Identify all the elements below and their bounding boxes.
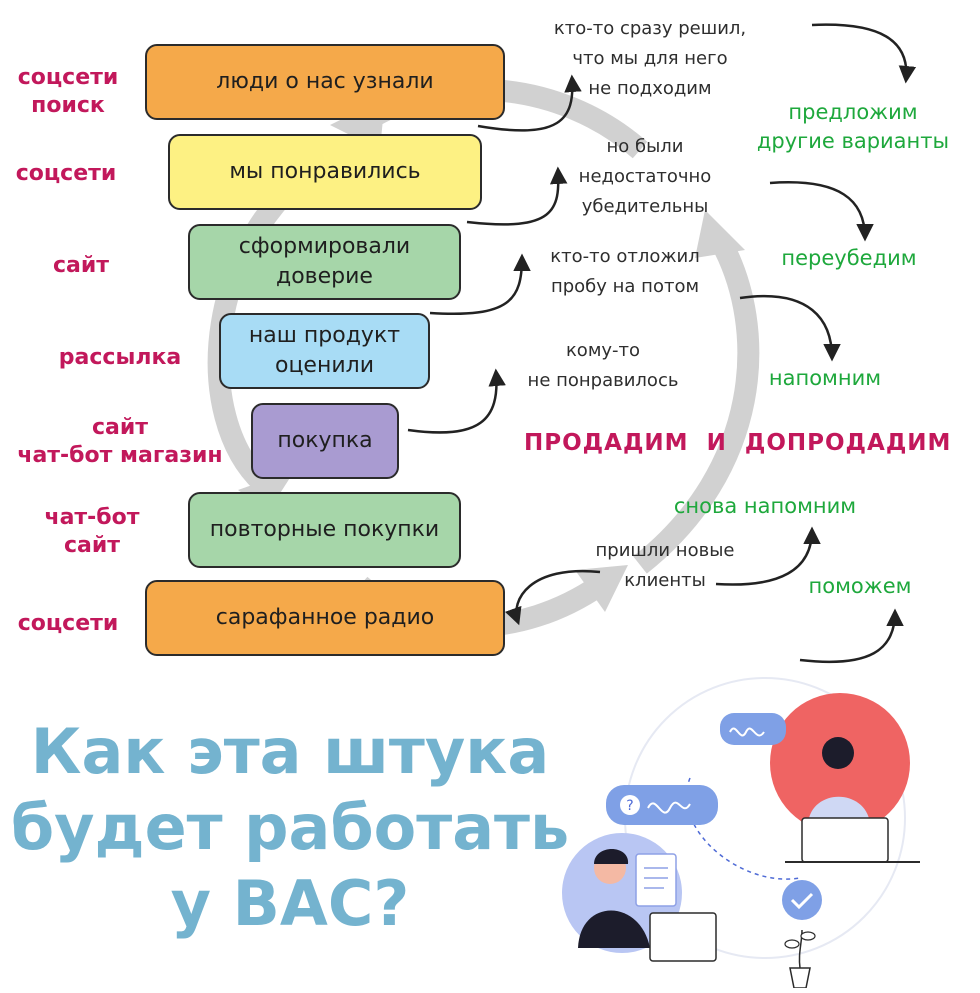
stage-label: наш продукт оценили: [248, 323, 401, 378]
objection-note: пришли новые клиенты: [595, 540, 735, 591]
plant-icon: [784, 929, 816, 988]
stage-label: повторные покупки: [209, 517, 440, 542]
action-label: поможем: [808, 574, 912, 598]
avatar: [822, 737, 854, 769]
funnel-stage-word-of-mouth: сарафанное радио: [145, 580, 505, 656]
objection-note: но были недостаточно убедительны: [578, 136, 712, 217]
funnel-stage-evaluated: наш продукт оценили: [219, 313, 430, 389]
checkmark-icon: [782, 880, 822, 920]
channel-label: рассылка: [58, 345, 182, 370]
stage-label: покупка: [277, 428, 373, 453]
funnel-stage-liked: мы понравились: [168, 134, 482, 210]
headline: ПРОДАДИМ И ДОПРОДАДИМ: [524, 430, 952, 456]
channel-label: чат-бот сайт: [44, 505, 140, 558]
funnel-stage-purchase: покупка: [251, 403, 399, 479]
chat-bubble-icon: ?: [606, 785, 718, 825]
action-label: снова напомним: [673, 494, 857, 518]
funnel-stage-repeat: повторные покупки: [188, 492, 461, 568]
action-label: напомним: [768, 366, 882, 390]
action-label: предложим другие варианты: [756, 100, 950, 153]
funnel-stage-trust: сформировали доверие: [188, 224, 461, 300]
curved-arrow-icon: [407, 23, 917, 664]
chat-illustration: ?: [562, 677, 920, 988]
stage-label: сарафанное радио: [215, 605, 435, 630]
objection-note: кто-то сразу решил, что мы для него не п…: [553, 18, 747, 99]
funnel-stage-aware: люди о нас узнали: [145, 44, 505, 120]
objection-note: кому-то не понравилось: [527, 340, 679, 391]
channel-label: соцсети: [17, 611, 119, 636]
action-label: переубедим: [781, 246, 917, 270]
laptop-icon: [649, 912, 717, 962]
channel-label: соцсети поиск: [17, 65, 119, 118]
laptop-icon: [801, 817, 889, 863]
svg-text:?: ?: [626, 798, 633, 814]
chat-bubble-icon: [720, 713, 786, 745]
channel-label: сайт чат-бот магазин: [17, 415, 223, 468]
channel-label: сайт: [52, 253, 110, 278]
page-title: Как эта штука будет работать у ВАС?: [10, 715, 570, 940]
stage-label: люди о нас узнали: [216, 69, 434, 94]
stage-label: сформировали доверие: [238, 234, 411, 289]
document-icon: [635, 853, 677, 907]
objection-note: кто-то отложил пробу на потом: [550, 246, 700, 297]
question-icon: [620, 795, 640, 815]
channel-label: соцсети: [15, 161, 117, 186]
stage-label: мы понравились: [229, 159, 421, 184]
